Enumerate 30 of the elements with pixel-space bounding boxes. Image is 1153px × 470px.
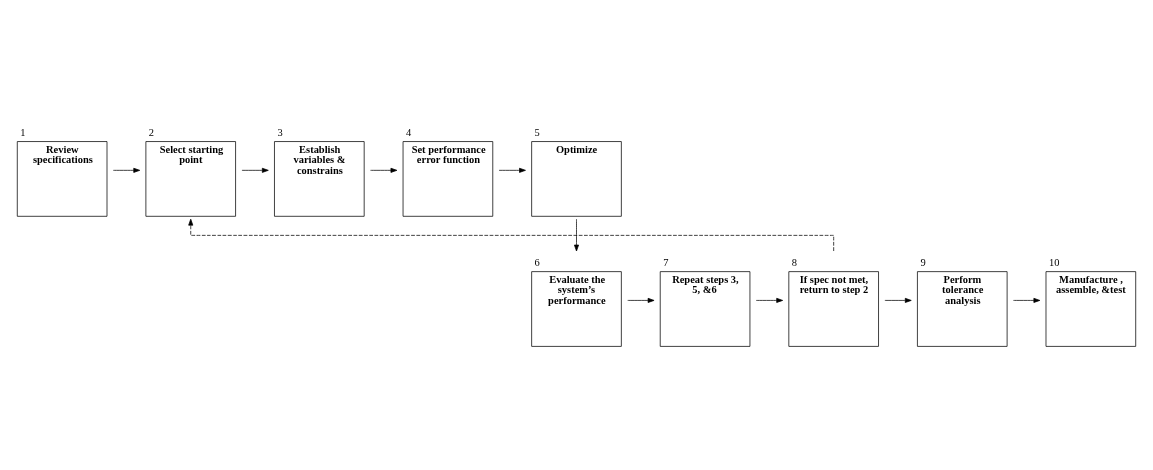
node-box: Manufacture , assemble, &test bbox=[1045, 271, 1137, 347]
node-box: Repeat steps 3, 5, &6 bbox=[659, 271, 751, 347]
node-box: Optimize bbox=[531, 141, 622, 217]
node-label: 6 bbox=[534, 256, 540, 268]
node-label: 4 bbox=[406, 126, 412, 138]
node-box: Review specifications bbox=[16, 141, 108, 217]
arrow bbox=[498, 167, 526, 173]
arrow bbox=[1013, 297, 1041, 303]
node-label: 8 bbox=[791, 256, 798, 268]
arrow bbox=[188, 218, 835, 252]
node-box: Select starting point bbox=[145, 141, 236, 217]
arrow bbox=[241, 167, 269, 173]
node-label: 5 bbox=[534, 126, 540, 138]
node-box: Perform tolerance analysis bbox=[917, 271, 1008, 347]
node-label: 2 bbox=[148, 126, 155, 138]
node-label: 9 bbox=[920, 256, 926, 268]
arrow bbox=[627, 297, 655, 303]
arrow bbox=[884, 297, 912, 303]
node-box: Evaluate the system’s performance bbox=[531, 271, 622, 347]
node-box: Establish variables & constrains bbox=[274, 141, 365, 217]
arrow bbox=[574, 218, 579, 252]
node-label: 7 bbox=[663, 256, 669, 268]
node-label: 3 bbox=[277, 126, 283, 138]
node-label: 1 bbox=[20, 126, 26, 138]
node-label: 10 bbox=[1048, 256, 1060, 268]
arrow bbox=[755, 297, 784, 303]
node-box: If spec not met, return to step 2 bbox=[788, 271, 879, 347]
node-box: Set performance error function bbox=[402, 141, 494, 217]
arrow bbox=[112, 167, 141, 173]
arrow bbox=[370, 167, 398, 173]
